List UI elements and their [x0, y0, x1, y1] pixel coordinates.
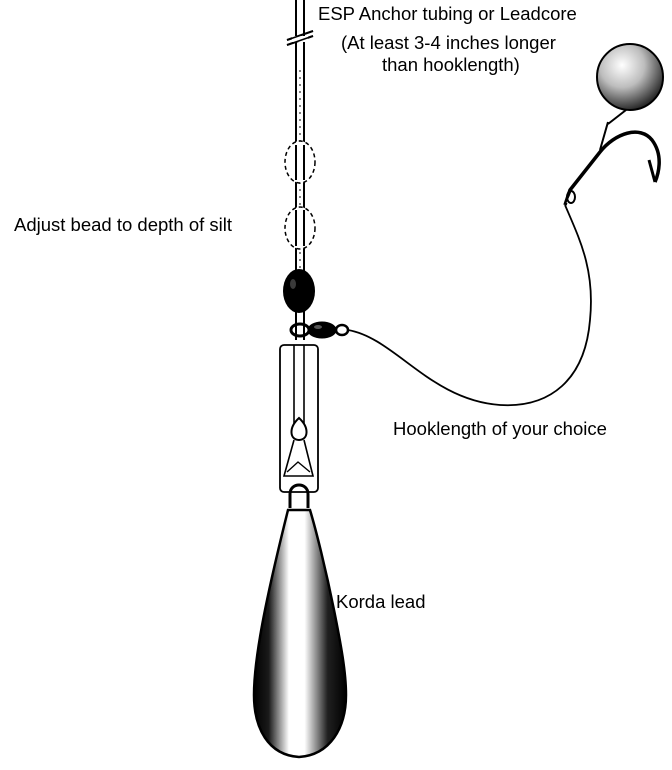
bead-position-outline — [284, 140, 316, 250]
korda-lead — [252, 508, 348, 759]
tubing-label: ESP Anchor tubing or Leadcore — [318, 3, 577, 24]
swivel — [289, 321, 350, 339]
hook — [563, 121, 661, 206]
lead-clip — [279, 344, 319, 493]
hooklength-label: Hooklength of your choice — [393, 418, 607, 439]
hooklength-line — [347, 204, 592, 407]
lead-label: Korda lead — [336, 591, 426, 612]
popup-bait — [596, 43, 664, 111]
bead-label: Adjust bead to depth of silt — [14, 214, 233, 235]
tubing-note-line1: (At least 3-4 inches longer — [341, 32, 556, 53]
bead — [283, 269, 315, 313]
tubing-note-line2: than hooklength) — [382, 54, 520, 75]
